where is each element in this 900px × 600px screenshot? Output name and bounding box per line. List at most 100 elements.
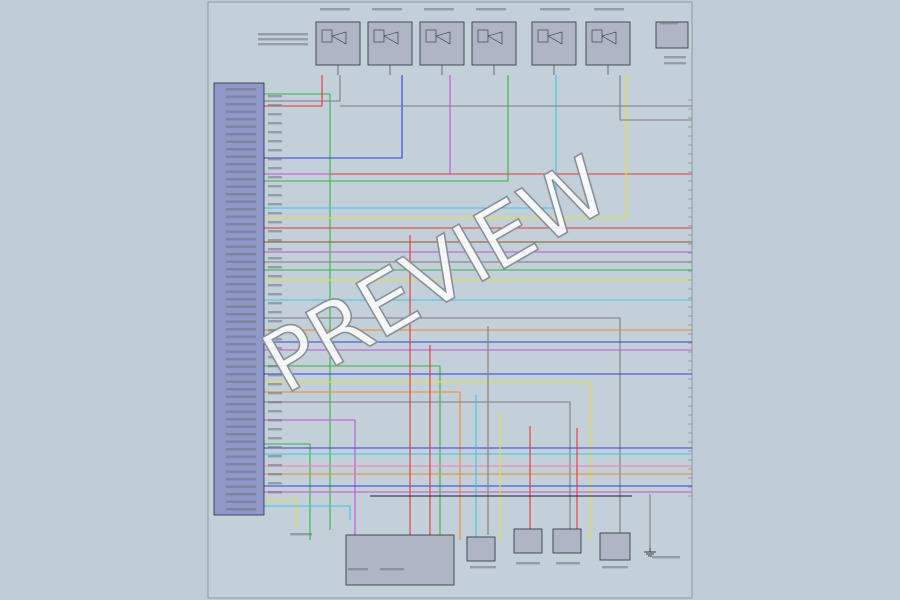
illegible-label bbox=[268, 419, 282, 422]
illegible-label bbox=[226, 320, 256, 323]
wire-green-21 bbox=[264, 365, 441, 540]
illegible-label bbox=[268, 158, 282, 161]
illegible-label bbox=[556, 562, 580, 565]
illegible-label bbox=[268, 149, 282, 152]
illegible-label bbox=[268, 365, 282, 368]
injector-2 bbox=[367, 21, 413, 66]
illegible-label bbox=[540, 8, 570, 11]
sensor-a bbox=[466, 536, 496, 562]
illegible-label bbox=[268, 473, 282, 476]
illegible-label bbox=[226, 208, 256, 211]
illegible-label bbox=[226, 178, 256, 181]
illegible-label bbox=[290, 533, 312, 536]
wire-gray-25 bbox=[264, 401, 571, 540]
illegible-label bbox=[424, 8, 454, 11]
sensor-c bbox=[552, 528, 582, 554]
injector-4 bbox=[471, 21, 517, 66]
injector-5 bbox=[531, 21, 577, 66]
illegible-label bbox=[226, 215, 256, 218]
illegible-label bbox=[226, 395, 256, 398]
illegible-label bbox=[268, 320, 282, 323]
unreadable-text-marks bbox=[226, 8, 686, 571]
wire-red-2 bbox=[264, 75, 323, 107]
illegible-label bbox=[226, 455, 256, 458]
wire-blue-3 bbox=[264, 75, 403, 159]
wire-layer bbox=[264, 75, 692, 548]
wire-gray-46 bbox=[619, 75, 692, 121]
illegible-label bbox=[226, 365, 256, 368]
illegible-label bbox=[226, 485, 256, 488]
illegible-label bbox=[268, 230, 282, 233]
illegible-label bbox=[268, 275, 282, 278]
illegible-label bbox=[516, 562, 540, 565]
illegible-label bbox=[226, 245, 256, 248]
wire-violet-26 bbox=[264, 419, 356, 540]
illegible-label bbox=[226, 500, 256, 503]
illegible-label bbox=[226, 148, 256, 151]
illegible-label bbox=[226, 230, 256, 233]
ground-icon bbox=[644, 548, 656, 557]
illegible-label bbox=[226, 155, 256, 158]
illegible-label bbox=[226, 103, 256, 106]
illegible-label bbox=[226, 418, 256, 421]
illegible-label bbox=[226, 335, 256, 338]
illegible-label bbox=[268, 464, 282, 467]
injector-coil-icon bbox=[591, 29, 617, 75]
illegible-label bbox=[268, 104, 282, 107]
illegible-label bbox=[268, 455, 282, 458]
illegible-label bbox=[226, 358, 256, 361]
injector-coil-icon bbox=[373, 29, 399, 75]
illegible-label bbox=[226, 125, 256, 128]
illegible-label bbox=[226, 88, 256, 91]
injector-coil-icon bbox=[477, 29, 503, 75]
illegible-label bbox=[268, 383, 282, 386]
illegible-label bbox=[268, 284, 282, 287]
illegible-label bbox=[226, 140, 256, 143]
illegible-label bbox=[226, 313, 256, 316]
wire-yellow-8 bbox=[264, 75, 627, 219]
illegible-label bbox=[268, 410, 282, 413]
illegible-label bbox=[268, 428, 282, 431]
illegible-label bbox=[268, 185, 282, 188]
illegible-label bbox=[226, 290, 256, 293]
injector-coil-icon bbox=[425, 29, 451, 75]
illegible-label bbox=[226, 493, 256, 496]
illegible-label bbox=[226, 448, 256, 451]
illegible-label bbox=[226, 163, 256, 166]
illegible-label bbox=[268, 221, 282, 224]
illegible-label bbox=[226, 268, 256, 271]
illegible-label bbox=[348, 568, 368, 571]
illegible-label bbox=[268, 194, 282, 197]
illegible-label bbox=[268, 140, 282, 143]
illegible-label bbox=[226, 328, 256, 331]
illegible-label bbox=[664, 56, 686, 59]
illegible-label bbox=[268, 257, 282, 260]
illegible-label bbox=[226, 275, 256, 278]
injector-coil-icons bbox=[321, 29, 617, 75]
injector-1 bbox=[315, 21, 361, 66]
illegible-label bbox=[226, 305, 256, 308]
illegible-label bbox=[226, 425, 256, 428]
illegible-label bbox=[268, 392, 282, 395]
illegible-label bbox=[226, 253, 256, 256]
illegible-label bbox=[226, 283, 256, 286]
illegible-label bbox=[268, 401, 282, 404]
injector-coil-icon bbox=[321, 29, 347, 75]
illegible-label bbox=[268, 176, 282, 179]
injector-6 bbox=[585, 21, 631, 66]
illegible-label bbox=[268, 95, 282, 98]
illegible-label bbox=[320, 8, 350, 11]
illegible-label bbox=[226, 200, 256, 203]
relay-module bbox=[655, 21, 689, 49]
illegible-label bbox=[226, 133, 256, 136]
sensor-row bbox=[345, 528, 631, 586]
illegible-label bbox=[268, 446, 282, 449]
illegible-label bbox=[226, 463, 256, 466]
illegible-label bbox=[268, 293, 282, 296]
illegible-label bbox=[602, 566, 628, 569]
wire-yellow-23 bbox=[264, 381, 591, 540]
illegible-label bbox=[226, 223, 256, 226]
sensor-d bbox=[599, 532, 631, 561]
